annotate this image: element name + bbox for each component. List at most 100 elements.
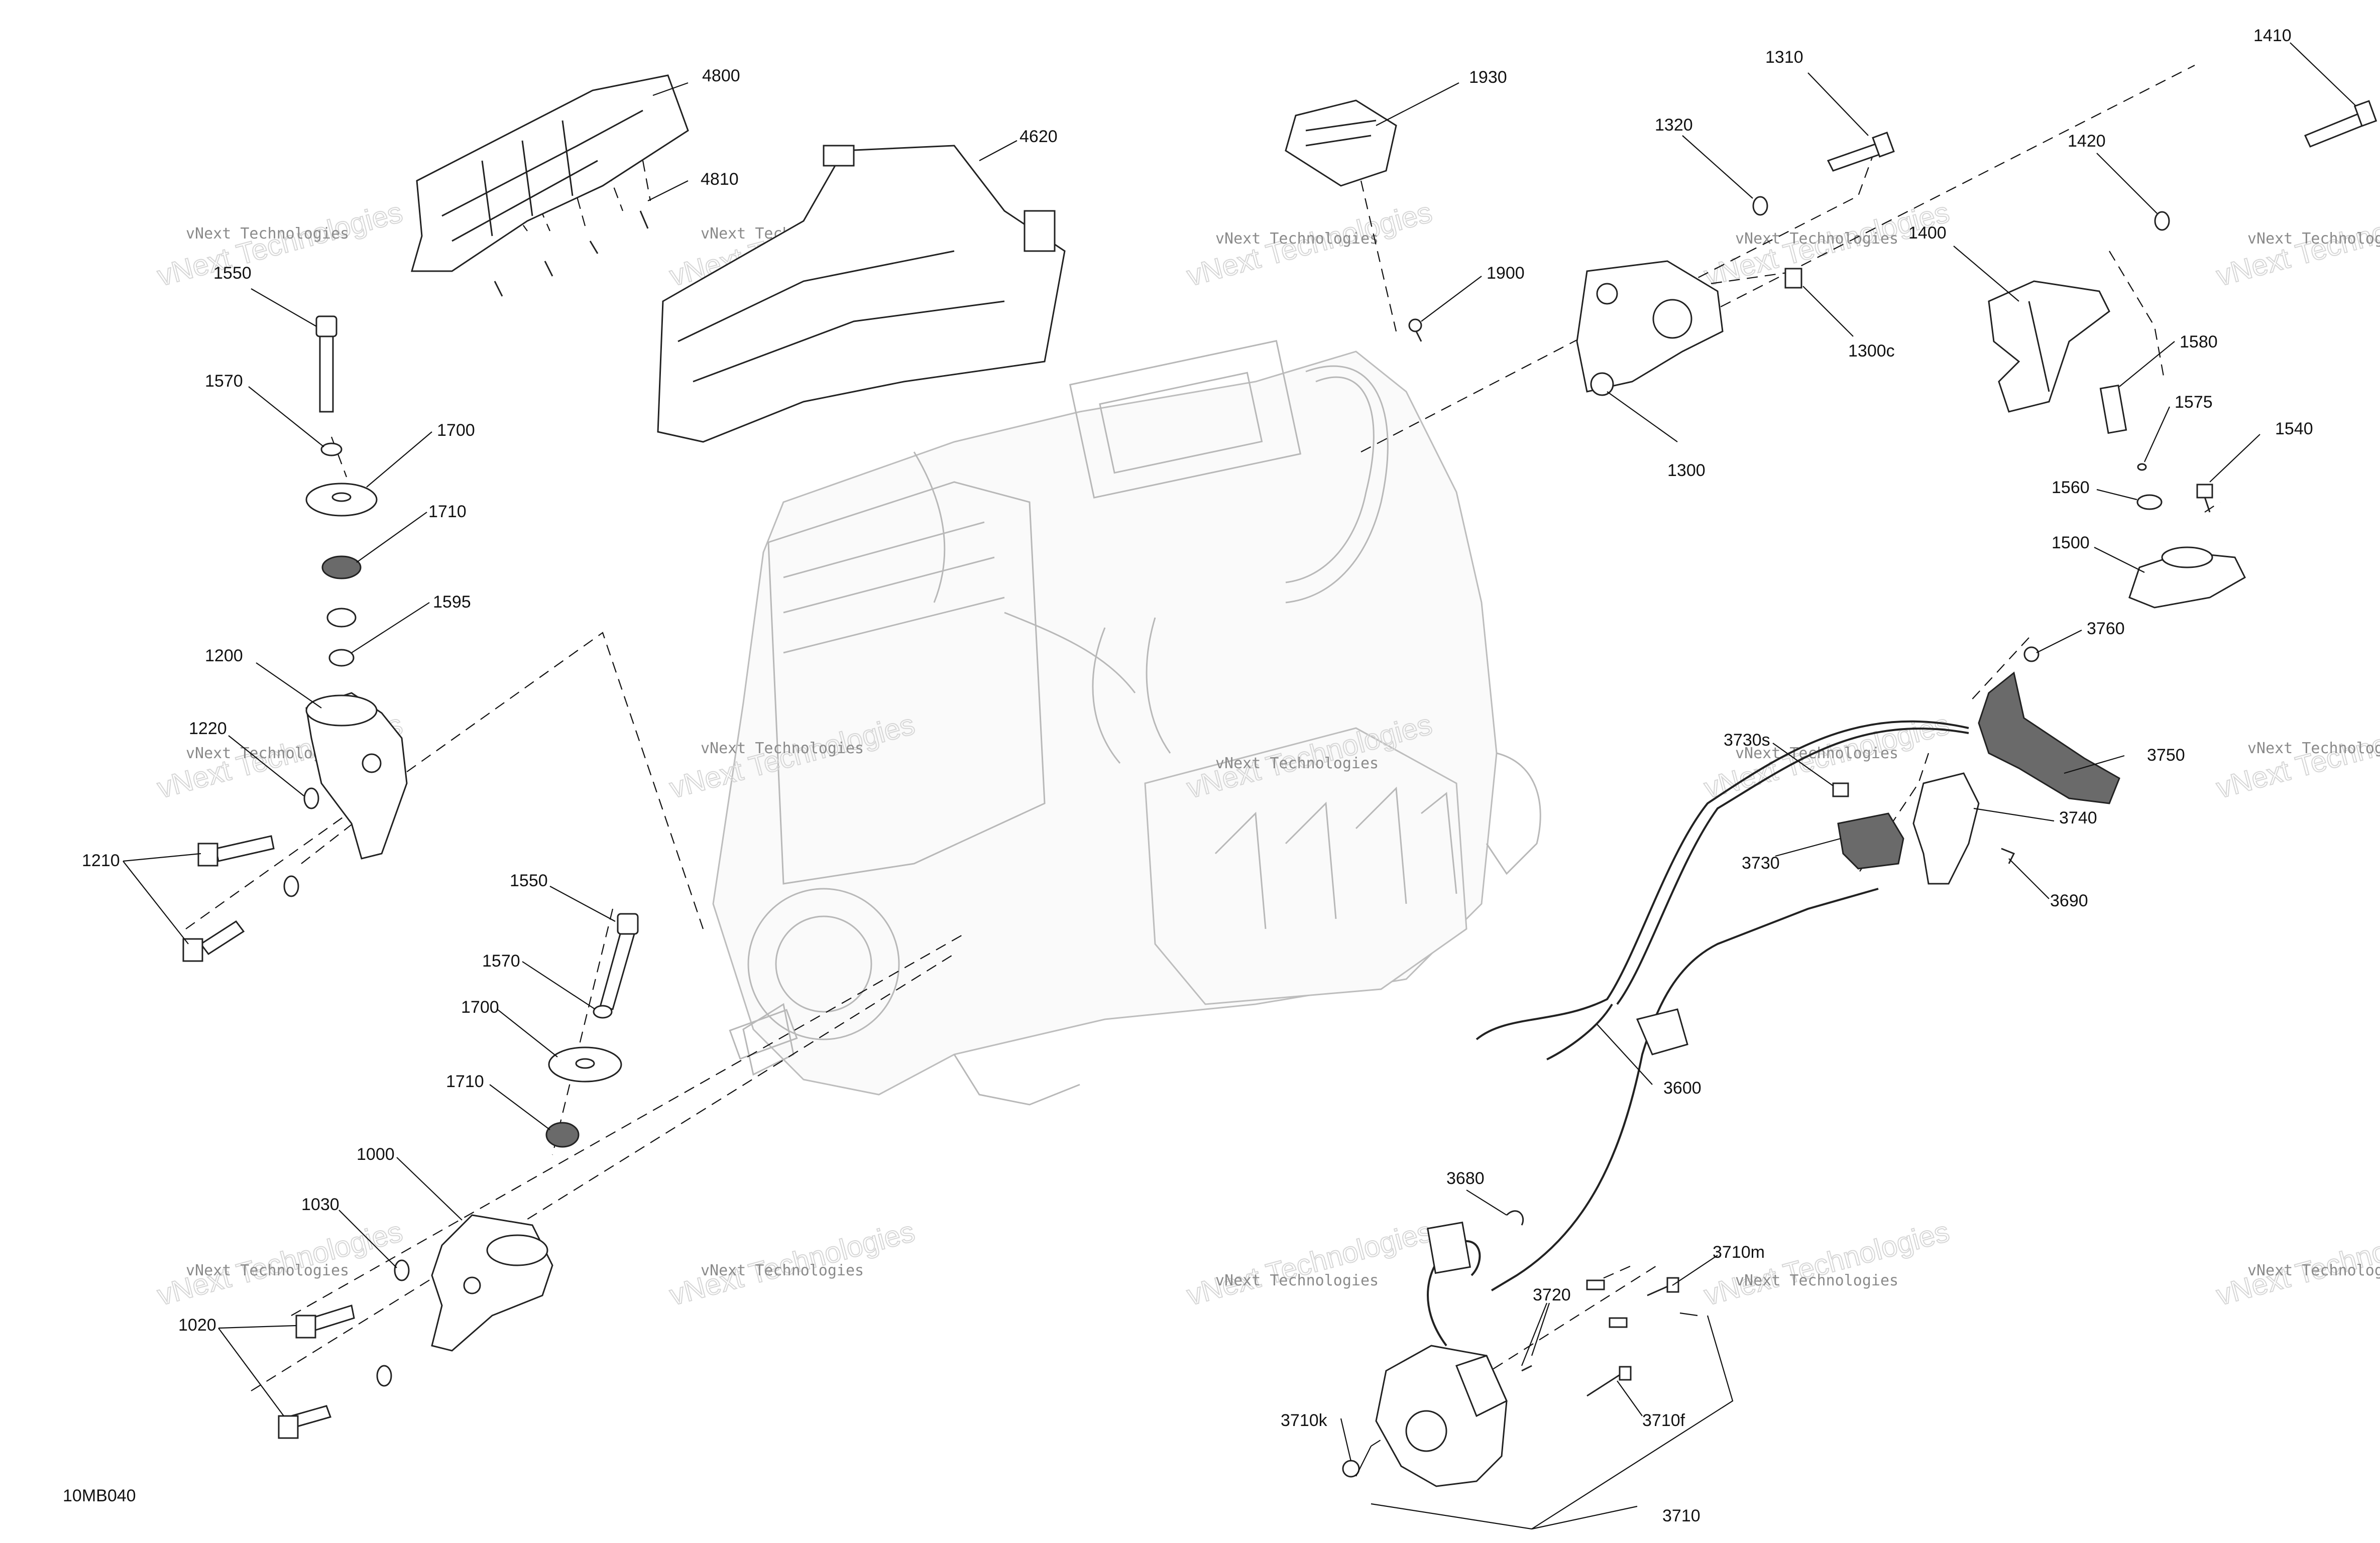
part-3710m-screw (1647, 1277, 1679, 1296)
callout-1500: 1500 (2052, 533, 2090, 552)
callout-3690: 3690 (2050, 891, 2088, 910)
watermark-text: vNext Technologies (701, 740, 864, 757)
callout-1595: 1595 (433, 592, 471, 612)
callout-1575: 1575 (2175, 393, 2213, 412)
part-1300c-bolt (1784, 268, 1802, 289)
part-1200-mount (305, 692, 408, 860)
callout-3760: 3760 (2087, 619, 2125, 638)
callout-1570-upper: 1570 (205, 372, 243, 391)
callout-1030: 1030 (301, 1195, 339, 1214)
part-3710f-screw (1586, 1366, 1632, 1397)
watermark-text: vNext Technologies (1735, 1272, 1898, 1289)
part-1420-washer (2154, 211, 2170, 231)
part-1560-washer (2136, 494, 2163, 510)
part-4800-heat-shield (411, 74, 689, 272)
part-1500-mount (2128, 546, 2246, 609)
watermark-text: vNext Technologies (2247, 740, 2380, 757)
part-washer-lower-left (283, 875, 299, 897)
callout-1710-lower: 1710 (446, 1072, 484, 1091)
watermark-overlay: vNext Technologies (1184, 1215, 1436, 1312)
part-3730-connector (1837, 812, 1904, 870)
part-1400-bracket (1988, 280, 2110, 413)
part-1020-bolt-lower (278, 1405, 331, 1439)
callout-3710k: 3710k (1281, 1411, 1328, 1430)
part-1595-bushing (328, 649, 355, 667)
part-spacer-upper (326, 608, 357, 628)
watermark-text: vNext Technologies (701, 1262, 864, 1279)
figure-code: 10MB040 (63, 1486, 136, 1505)
watermark-overlay: vNext Technologies (154, 196, 406, 293)
callout-4810: 4810 (701, 170, 739, 189)
callout-1200: 1200 (205, 646, 243, 665)
callout-1020: 1020 (178, 1316, 216, 1335)
part-1210-bolt-upper (197, 835, 275, 867)
part-1030-washer (394, 1259, 410, 1281)
part-1710-bushing-lower (545, 1122, 580, 1148)
part-3750-bracket (1978, 671, 2120, 804)
part-1930-clip (1285, 99, 1397, 187)
callout-3730s: 3730s (1724, 731, 1770, 750)
watermark-text: vNext Technologies (2247, 1262, 2380, 1279)
callout-4620: 4620 (1019, 127, 1058, 146)
part-4620-bracket (657, 145, 1066, 443)
callout-1300c: 1300c (1848, 341, 1895, 361)
callout-3600: 3600 (1663, 1079, 1702, 1098)
part-1575-washer (2137, 463, 2147, 471)
callout-1560: 1560 (2052, 478, 2090, 497)
callout-1700-lower: 1700 (461, 998, 499, 1017)
part-1410-bolt (2304, 100, 2377, 148)
part-4810-screws (494, 210, 649, 297)
watermark-text: vNext Technologies (1735, 745, 1898, 762)
callout-1220: 1220 (189, 719, 227, 738)
watermark-text: vNext Technologies (186, 225, 349, 243)
watermark-text: vNext Technologies (1215, 1272, 1379, 1289)
callout-3720: 3720 (1533, 1285, 1571, 1304)
watermark-text: vNext Technologies (1215, 755, 1379, 772)
callout-3730: 3730 (1742, 854, 1780, 873)
part-1210-bolt-lower (182, 920, 245, 962)
callout-1930: 1930 (1469, 68, 1507, 87)
callout-4800: 4800 (702, 66, 740, 85)
callout-1900: 1900 (1487, 264, 1525, 283)
watermark-overlay: vNext Technologies (1701, 1215, 1953, 1312)
part-3710-actuator (1375, 1221, 1508, 1487)
callout-labels: 4800 4810 4620 1930 1900 1310 1320 1300c… (63, 26, 2313, 1525)
part-1710-bushing-upper (321, 555, 362, 579)
part-1540-bolt (2196, 484, 2213, 513)
part-3680-clip (1506, 1210, 1524, 1226)
callout-1310: 1310 (1765, 48, 1803, 67)
part-1550-bolt-upper (315, 315, 337, 413)
part-1700-washer-upper (305, 483, 378, 517)
callout-1700-upper: 1700 (437, 421, 475, 440)
part-1310-bolt (1827, 132, 1895, 172)
part-3760-screw (2023, 646, 2039, 662)
watermark-text: vNext Technologies (1735, 230, 1898, 248)
callout-1570-lower: 1570 (482, 952, 520, 971)
part-1570-washer-lower (593, 1005, 613, 1019)
engine-illustration (712, 340, 1541, 1106)
callout-1540: 1540 (2275, 419, 2313, 438)
watermark-text: vNext Technologies (186, 1262, 349, 1279)
callout-1410: 1410 (2253, 26, 2292, 45)
part-1300-sensor (1576, 260, 1724, 396)
callout-3750: 3750 (2147, 746, 2185, 765)
part-3740-holder (1912, 772, 1980, 885)
callout-1210: 1210 (82, 851, 120, 870)
part-1900-screw (1408, 318, 1422, 342)
watermark-text: vNext Technologies (1215, 230, 1379, 248)
callout-3710m: 3710m (1713, 1243, 1765, 1262)
callout-1400: 1400 (1908, 223, 1947, 243)
callout-3740: 3740 (2059, 808, 2097, 827)
part-3730s-screw (1832, 782, 1849, 797)
part-1320-washer (1752, 196, 1768, 216)
part-1580-stud (2099, 384, 2127, 434)
part-washer-lower-1000 (376, 1365, 392, 1387)
part-3720-screws (1521, 1279, 1628, 1372)
part-1700-washer-lower (548, 1046, 622, 1083)
callout-1710-upper: 1710 (428, 502, 467, 521)
part-1000-mount (431, 1214, 553, 1352)
callout-3710: 3710 (1662, 1506, 1701, 1525)
leader-lines (123, 42, 2356, 1530)
part-1020-bolt-upper (295, 1304, 355, 1339)
